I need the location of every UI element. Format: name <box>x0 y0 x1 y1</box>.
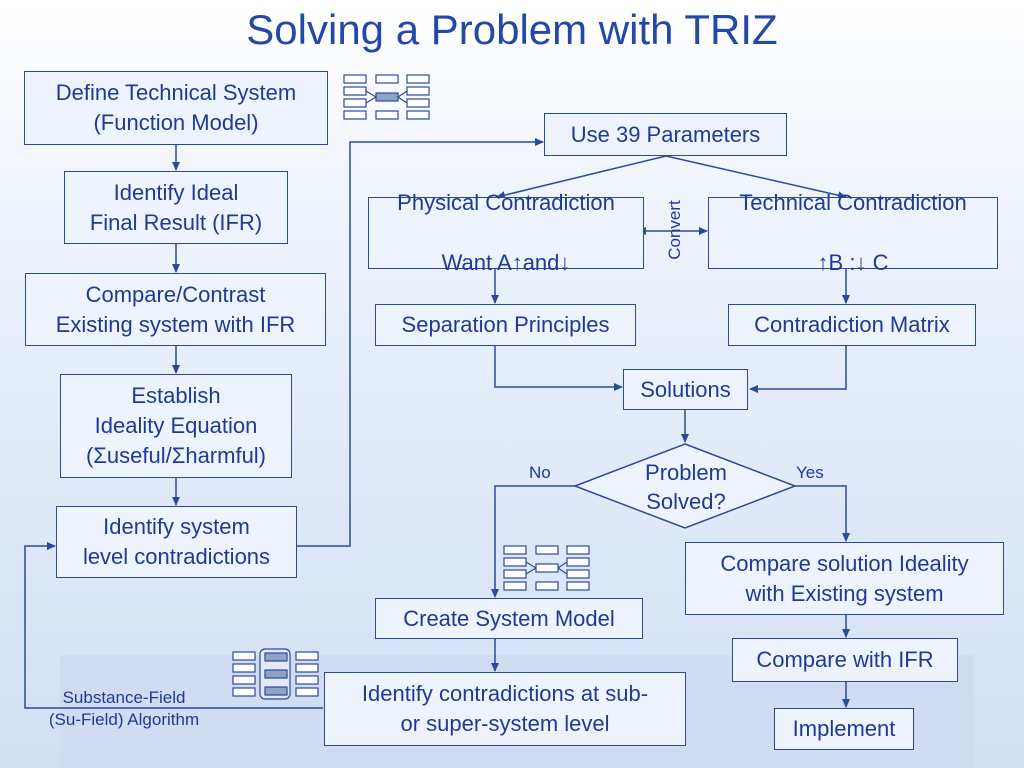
physical-contradiction-title: Physical Contradiction <box>397 190 615 215</box>
sub-system-contradictions-box: Identify contradictions at sub- or super… <box>324 672 686 746</box>
physical-contradiction-want: Want A↑and↓ <box>442 218 571 278</box>
compare-solution-ideality-box: Compare solution Ideality with Existing … <box>685 542 1004 615</box>
no-label: No <box>529 463 551 482</box>
arrow-separation-to-solutions <box>494 346 623 391</box>
function-model-icon <box>343 74 430 120</box>
arrow-yes-to-compare-solution <box>795 485 850 542</box>
identify-ifr-box: Identify Ideal Final Result (IFR) <box>64 171 288 244</box>
system-contradictions-box: Identify system level contradictions <box>56 506 297 578</box>
solutions-box: Solutions <box>623 369 748 410</box>
yes-label: Yes <box>796 463 824 482</box>
use-39-parameters-box: Use 39 Parameters <box>544 113 787 156</box>
implement-box: Implement <box>774 708 914 750</box>
arrow-contradictions-to-parameters <box>297 138 544 547</box>
define-system-box: Define Technical System (Function Model) <box>24 71 328 145</box>
su-field-algorithm-label: Substance-Field (Su-Field) Algorithm <box>48 688 200 729</box>
problem-solved-label: Problem Solved? <box>645 460 727 514</box>
technical-contradiction-params: ↑B :↓ C <box>818 218 889 278</box>
arrow-sub-system-loop <box>24 542 323 709</box>
separation-principles-box: Separation Principles <box>375 304 636 346</box>
arrow-matrix-to-solutions <box>749 346 847 393</box>
ideality-equation-box: Establish Ideality Equation (Σuseful/Σha… <box>60 374 292 478</box>
arrow-no-to-system-model <box>491 485 575 598</box>
arrow-parameters-to-physical <box>496 155 667 200</box>
physical-contradiction-box: Physical Contradiction Want A↑and↓ <box>368 190 644 275</box>
physical-and: and <box>522 250 560 275</box>
system-model-icon <box>503 545 590 591</box>
arrow-parameters-to-technical <box>665 155 847 200</box>
down-arrow-icon: ↓ <box>855 250 867 275</box>
convert-label: Convert <box>665 200 684 260</box>
technical-b: B : <box>828 250 856 275</box>
compare-with-ifr-box: Compare with IFR <box>732 638 958 682</box>
contradiction-matrix-box: Contradiction Matrix <box>728 304 976 346</box>
down-arrow-icon: ↓ <box>559 250 571 275</box>
create-system-model-box: Create System Model <box>375 598 643 639</box>
page-title: Solving a Problem with TRIZ <box>246 6 778 53</box>
physical-want-a: Want A <box>441 250 512 275</box>
up-arrow-icon: ↑ <box>817 250 829 275</box>
technical-contradiction-title: Technical Contradiction <box>739 190 967 215</box>
su-field-icon <box>232 648 319 700</box>
decision-diamond <box>572 443 798 529</box>
compare-contrast-box: Compare/Contrast Existing system with IF… <box>25 273 326 346</box>
technical-c: C <box>866 250 889 275</box>
up-arrow-icon: ↑ <box>511 250 523 275</box>
technical-contradiction-box: Technical Contradiction ↑B :↓ C <box>708 190 998 275</box>
